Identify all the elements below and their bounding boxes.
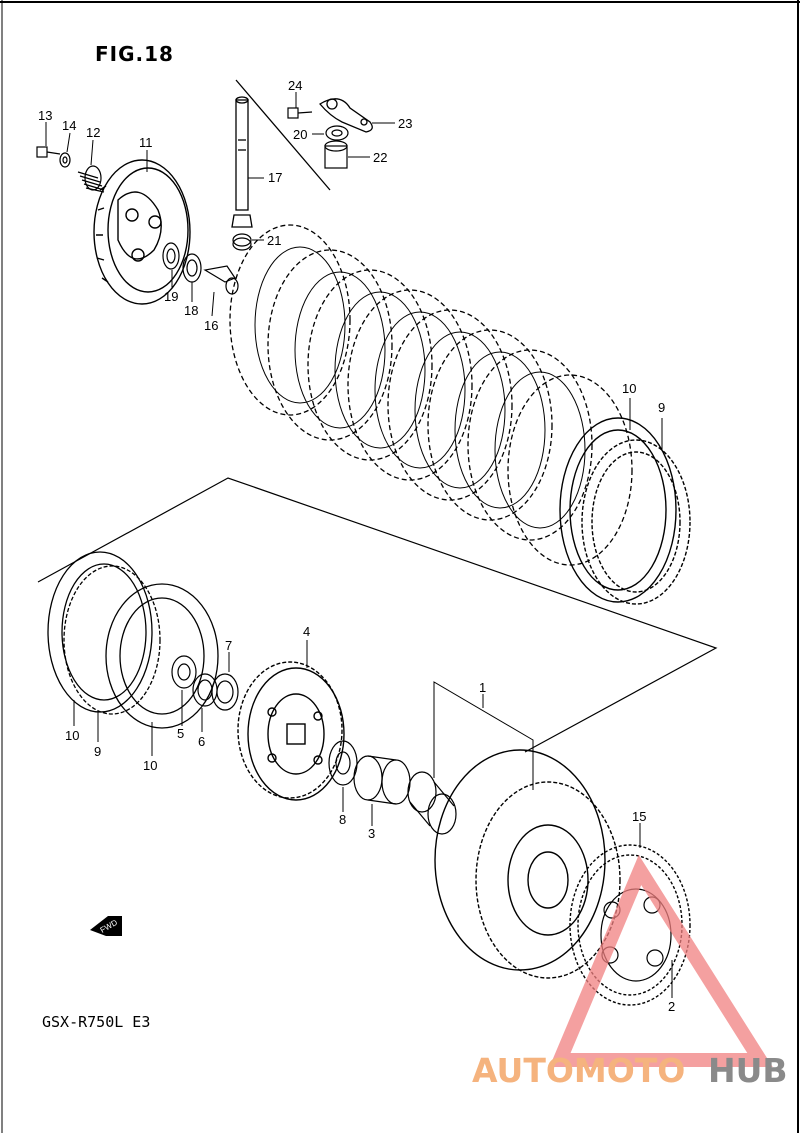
pressure-plate-11 xyxy=(93,159,191,305)
group-bracket xyxy=(37,477,718,753)
callout-labels: 1 2 3 4 5 6 7 8 9 10 11 12 13 14 15 16 1… xyxy=(38,78,675,1014)
callout-7: 7 xyxy=(225,638,232,653)
callout-23: 23 xyxy=(398,116,412,131)
callout-18: 18 xyxy=(184,303,198,318)
callout-12: 12 xyxy=(86,125,100,140)
callout-9-upper: 9 xyxy=(658,400,665,415)
model-code: GSX-R750L E3 xyxy=(42,1013,151,1031)
callout-20: 20 xyxy=(293,127,307,142)
callout-21: 21 xyxy=(267,233,281,248)
bearing-21 xyxy=(232,233,252,251)
plate-10-lower-right xyxy=(105,583,219,729)
spacer-sleeve xyxy=(407,771,457,835)
spring-12 xyxy=(77,165,105,193)
callout-14: 14 xyxy=(62,118,76,133)
callout-13: 13 xyxy=(38,108,52,123)
callout-24: 24 xyxy=(288,78,302,93)
callout-4: 4 xyxy=(303,624,310,639)
callout-11: 11 xyxy=(139,135,153,150)
callout-22: 22 xyxy=(373,150,387,165)
washer-14 xyxy=(59,152,71,168)
callout-6: 6 xyxy=(198,734,205,749)
watermark-text-2: HUB xyxy=(708,1051,788,1090)
watermark-text-1: AUTOMOTO xyxy=(472,1051,685,1090)
spring-seat-5 xyxy=(171,655,197,689)
bearing-22 xyxy=(324,140,348,169)
callout-5: 5 xyxy=(177,726,184,741)
lever-23 xyxy=(319,98,373,133)
release-shaft-17 xyxy=(231,79,331,228)
callout-10-lower-right: 10 xyxy=(143,758,157,773)
fwd-arrow-icon: FWD xyxy=(90,916,122,936)
callout-8: 8 xyxy=(339,812,346,827)
figure-title: FIG.18 xyxy=(95,42,174,66)
watermark-logo: AUTOMOTO HUB xyxy=(472,854,788,1090)
plate-9-lower xyxy=(63,565,161,715)
callout-10-upper: 10 xyxy=(622,381,636,396)
bolt-13 xyxy=(36,146,61,158)
primary-driven-gear-1 xyxy=(434,749,621,979)
plate-10-lower-left xyxy=(47,551,153,713)
clutch-plate-stack-inner xyxy=(254,246,586,529)
callout-3: 3 xyxy=(368,826,375,841)
callout-19: 19 xyxy=(164,289,178,304)
thrust-washer-8 xyxy=(328,740,358,786)
bearing-18 xyxy=(182,253,202,283)
washer-7 xyxy=(211,673,239,711)
clutch-sleeve-hub-4 xyxy=(237,661,345,801)
leader-lines xyxy=(45,92,673,998)
callout-15: 15 xyxy=(632,809,646,824)
callout-17: 17 xyxy=(268,170,282,185)
callout-16: 16 xyxy=(204,318,218,333)
callout-2: 2 xyxy=(668,999,675,1014)
plate-9-upper xyxy=(581,439,691,605)
clutch-plate-stack xyxy=(229,224,633,566)
callout-1: 1 xyxy=(479,680,486,695)
plate-10-upper xyxy=(559,417,677,603)
callout-9-lower: 9 xyxy=(94,744,101,759)
bearing-20 xyxy=(325,125,349,141)
washer-19 xyxy=(162,242,180,270)
callout-10-lower-left: 10 xyxy=(65,728,79,743)
bolt-24 xyxy=(287,107,313,119)
needle-bearing-3 xyxy=(353,755,411,805)
